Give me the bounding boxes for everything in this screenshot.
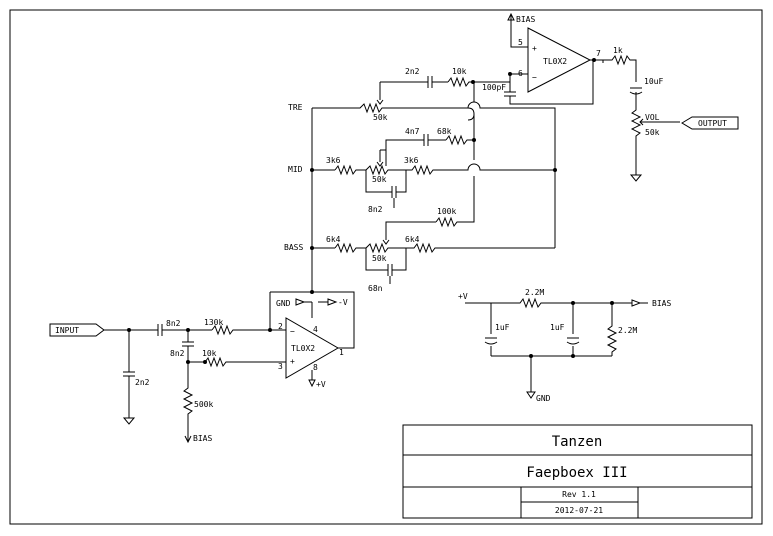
resistor-10k-top	[447, 76, 510, 88]
label-bias-bottom: BIAS	[193, 434, 212, 443]
svg-text:6k4: 6k4	[326, 235, 341, 244]
resistor-6k4-a	[334, 242, 366, 254]
svg-text:5: 5	[518, 38, 523, 47]
cap-4n7	[423, 134, 429, 146]
resistor-130k	[211, 324, 286, 336]
svg-text:8n2: 8n2	[166, 319, 181, 328]
resistor-100k	[435, 176, 475, 228]
resistor-6k4-b	[400, 242, 555, 254]
svg-text:1uF: 1uF	[550, 323, 565, 332]
svg-text:10k: 10k	[202, 349, 217, 358]
label-opamp-bottom: TL0X2	[291, 344, 315, 353]
svg-text:−: −	[532, 73, 537, 82]
input-flag	[49, 323, 105, 337]
svg-text:100pF: 100pF	[482, 83, 506, 92]
svg-text:3: 3	[278, 362, 283, 371]
svg-text:OUTPUT: OUTPUT	[698, 119, 727, 128]
resistor-2-2m-top	[491, 297, 632, 309]
svg-text:−: −	[290, 327, 295, 336]
svg-text:+V: +V	[316, 380, 326, 389]
svg-text:4: 4	[313, 325, 318, 334]
resistor-1k	[594, 54, 637, 82]
cap-8n2-input	[157, 324, 163, 336]
cap-1uf-b	[566, 337, 580, 356]
bass-pot	[365, 242, 400, 254]
svg-text:2: 2	[278, 322, 283, 331]
svg-text:8n2: 8n2	[368, 205, 383, 214]
svg-text:+: +	[532, 44, 537, 53]
svg-text:10uF: 10uF	[644, 77, 663, 86]
svg-text:+: +	[290, 357, 295, 366]
label-bass: BASS	[284, 243, 303, 252]
svg-text:-V: -V	[338, 298, 348, 307]
label-mid: MID	[288, 165, 303, 174]
svg-text:7: 7	[596, 49, 601, 58]
svg-text:1uF: 1uF	[495, 323, 510, 332]
svg-text:50k: 50k	[372, 175, 387, 184]
cap-10uf	[629, 87, 643, 105]
title-block-date: 2012-07-21	[555, 506, 603, 515]
svg-text:1: 1	[339, 348, 344, 357]
svg-text:8n2: 8n2	[170, 349, 185, 358]
svg-text:VOL: VOL	[645, 113, 660, 122]
bias-flag-top	[507, 12, 515, 25]
svg-text:1k: 1k	[613, 46, 623, 55]
resistor-68k	[445, 134, 474, 146]
svg-text:3k6: 3k6	[326, 156, 341, 165]
resistor-10k-bottom	[204, 356, 286, 368]
label-ps-pos-v: +V	[458, 292, 468, 301]
resistor-500k	[182, 362, 194, 434]
label-bias-top: BIAS	[516, 15, 535, 24]
label-tre: TRE	[288, 103, 303, 112]
opamp-bottom	[285, 317, 340, 379]
label-gnd-top: GND	[276, 299, 291, 308]
cap-1uf-a	[484, 337, 498, 356]
svg-text:2.2M: 2.2M	[525, 288, 544, 297]
svg-text:2.2M: 2.2M	[618, 326, 637, 335]
svg-text:68n: 68n	[368, 284, 383, 293]
svg-text:6k4: 6k4	[405, 235, 420, 244]
svg-text:3k6: 3k6	[404, 156, 419, 165]
vol-pot	[630, 105, 642, 170]
cap-2n2-input	[123, 371, 135, 412]
svg-text:4n7: 4n7	[405, 127, 420, 136]
resistor-3k6-b	[400, 163, 555, 176]
svg-text:500k: 500k	[194, 400, 213, 409]
cap-68n	[387, 264, 393, 276]
label-opamp-top: TL0X2	[543, 57, 567, 66]
mid-pot	[365, 164, 400, 176]
svg-text:50k: 50k	[373, 113, 388, 122]
svg-text:2n2: 2n2	[405, 67, 420, 76]
label-ps-gnd: GND	[536, 394, 551, 403]
svg-text:2n2: 2n2	[135, 378, 150, 387]
svg-text:INPUT: INPUT	[55, 326, 79, 335]
title-block-title: Tanzen	[552, 434, 603, 450]
label-ps-bias: BIAS	[652, 299, 671, 308]
resistor-3k6-a	[334, 164, 366, 176]
title-block	[402, 424, 753, 519]
cap-8n2-mid	[391, 186, 397, 198]
svg-text:68k: 68k	[437, 127, 452, 136]
title-block-revision: Rev 1.1	[562, 490, 596, 499]
svg-text:50k: 50k	[372, 254, 387, 263]
opamp-top	[527, 27, 592, 93]
sheet-border	[9, 9, 763, 525]
title-block-project: Faepboex III	[526, 465, 627, 481]
svg-text:10k: 10k	[452, 67, 467, 76]
svg-text:50k: 50k	[645, 128, 660, 137]
cap-2n2-top	[427, 76, 433, 88]
cap-100pf	[504, 60, 594, 105]
output-flag	[681, 116, 739, 130]
svg-text:100k: 100k	[437, 207, 456, 216]
cap-8n2-b	[182, 341, 194, 362]
resistor-2-2m-right	[606, 303, 618, 356]
svg-text:8: 8	[313, 363, 318, 372]
svg-text:130k: 130k	[204, 318, 223, 327]
